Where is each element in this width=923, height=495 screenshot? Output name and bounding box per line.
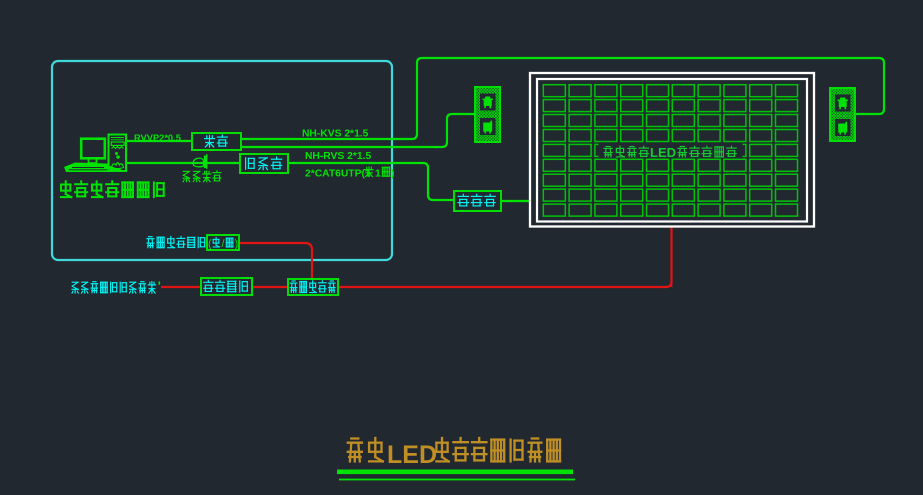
svg-text:): ) bbox=[391, 169, 394, 180]
svg-text:LED: LED bbox=[650, 145, 676, 160]
svg-text:NH-RVS 2*1.5: NH-RVS 2*1.5 bbox=[305, 151, 371, 162]
svg-text:LED: LED bbox=[387, 441, 437, 469]
svg-text:RVVP2*0.5: RVVP2*0.5 bbox=[134, 133, 181, 143]
svg-text:1: 1 bbox=[375, 169, 381, 180]
svg-text:/: / bbox=[222, 238, 226, 250]
svg-text:(: ( bbox=[208, 238, 212, 250]
svg-text:NH-KVS 2*1.5: NH-KVS 2*1.5 bbox=[302, 129, 369, 140]
svg-text:2*CAT6UTP(1: 2*CAT6UTP(1 bbox=[305, 169, 371, 180]
svg-text:): ) bbox=[235, 238, 239, 250]
